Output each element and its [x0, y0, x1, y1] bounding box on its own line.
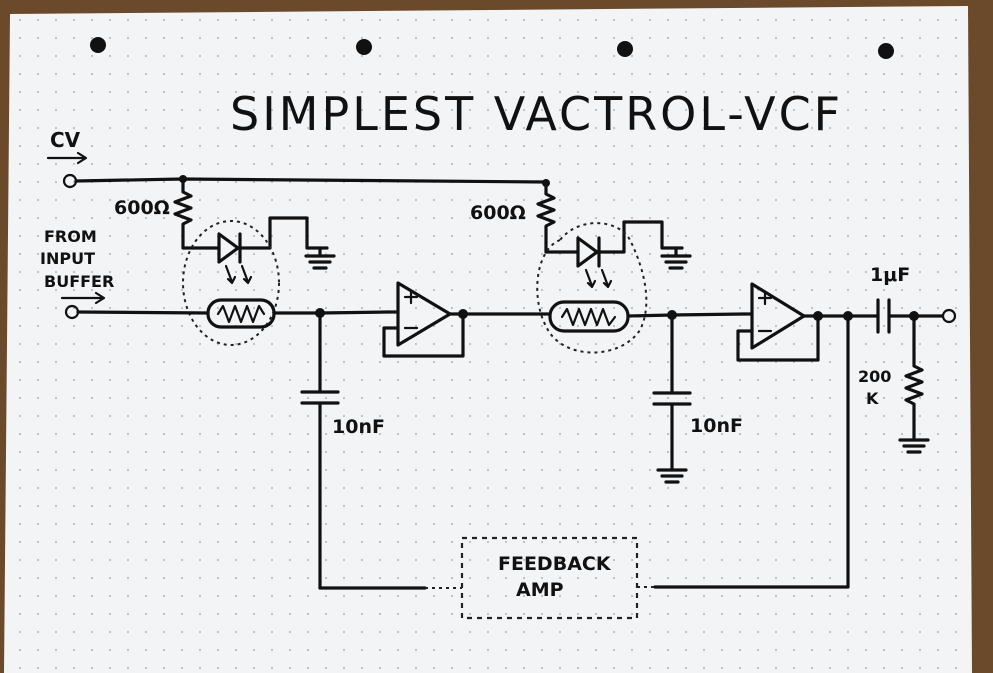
from-label: FROM — [44, 227, 97, 246]
capacitor-10nf-1 — [300, 311, 340, 590]
light-arrows-icon-2 — [584, 268, 613, 289]
wire-ldr1-to-opamp1 — [272, 310, 390, 315]
c3-label: 1μF — [870, 264, 910, 286]
output-terminal — [941, 308, 957, 324]
dot-grid — [4, 6, 972, 673]
r2-label: 600Ω — [470, 202, 526, 224]
junction-dot-opamp2-out — [813, 311, 823, 321]
led-1 — [217, 216, 329, 264]
feedback-amp-label-line2: AMP — [516, 579, 564, 601]
input-arrow-icon — [60, 291, 106, 305]
opamp-1-pins — [403, 289, 419, 330]
junction-dot-opamp1-out — [458, 309, 468, 319]
led-2 — [576, 220, 684, 268]
input-wire — [76, 310, 210, 315]
r3-label-line1: 200 — [858, 367, 891, 386]
feedback-dashed-links — [425, 586, 655, 589]
capacitor-10nf-2 — [652, 313, 692, 472]
feedback-return-wire — [653, 314, 850, 589]
ground-icon-2 — [660, 246, 692, 270]
c2-label: 10nF — [690, 415, 743, 437]
feedback-amp-label-line1: FEEDBACK — [498, 553, 612, 575]
ground-icon-1 — [304, 246, 336, 270]
opamp-1 — [396, 281, 452, 347]
vactrol-enclosure-1 — [182, 220, 280, 346]
diagram-title: SIMPLEST VACTROL-VCF — [230, 87, 843, 141]
input-label: INPUT — [40, 249, 95, 268]
ldr-zigzag-2 — [560, 307, 617, 327]
punch-holes — [90, 37, 894, 59]
opamp-2 — [750, 282, 806, 350]
resistor-200k — [898, 314, 930, 454]
cv-arrow-icon — [46, 151, 88, 165]
buffer-label: BUFFER — [44, 272, 114, 291]
resistor-600-ohm-2 — [536, 181, 580, 254]
vactrol-enclosure-2 — [536, 222, 648, 354]
resistor-600-ohm-1 — [173, 177, 221, 250]
cv-label: CV — [50, 128, 81, 152]
r1-label: 600Ω — [114, 197, 170, 219]
light-arrows-icon-1 — [224, 264, 253, 285]
feedback-amp-box — [460, 536, 639, 620]
ground-icon-3 — [656, 468, 688, 484]
ldr-zigzag-1 — [216, 304, 266, 324]
opamp-2-pins — [757, 290, 773, 333]
wire-ldr2-to-opamp2 — [626, 312, 746, 318]
r3-label-line2: K — [866, 389, 879, 408]
c1-label: 10nF — [332, 416, 385, 438]
